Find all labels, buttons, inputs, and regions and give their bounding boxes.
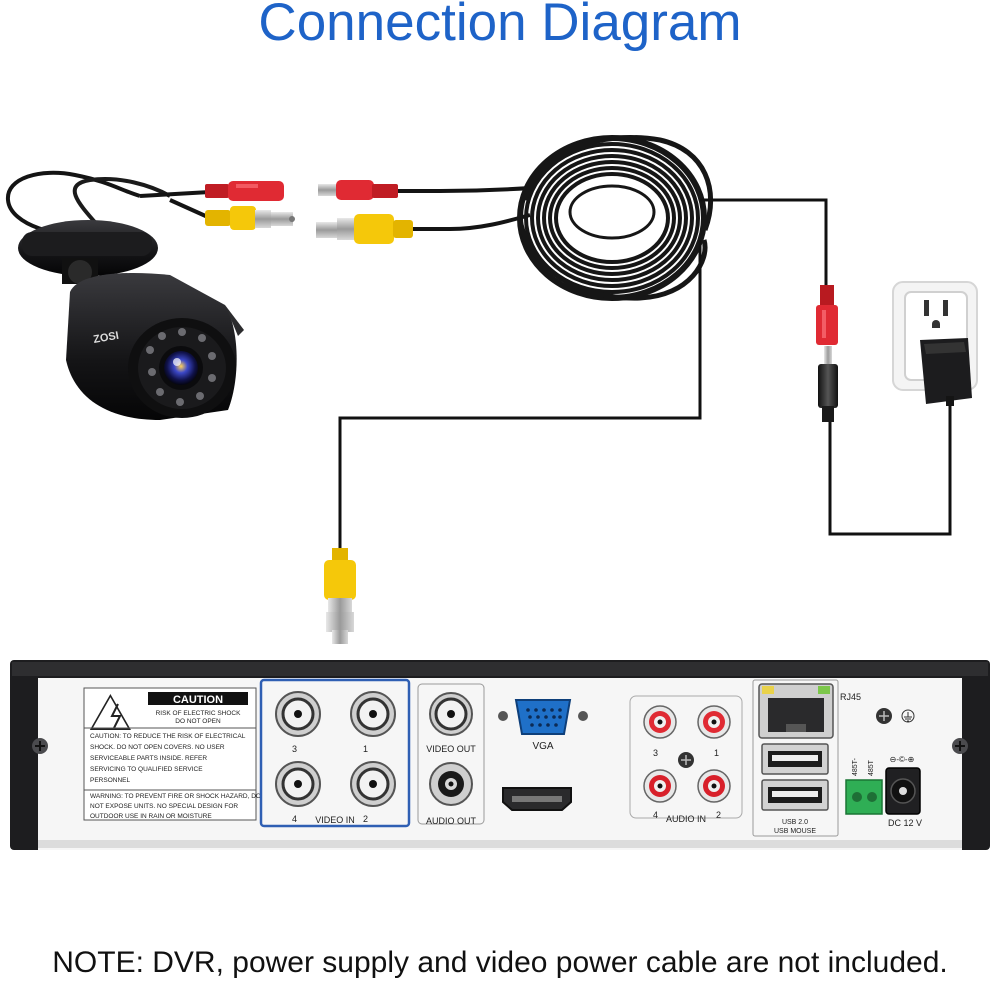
av-out-port-group: VIDEO OUT AUDIO OUT	[417, 683, 485, 826]
network-usb-group: RJ45 USB 2.0 USB MOUSE	[752, 679, 861, 837]
audio-in-port-group: 3 1 4 2 AUDIO IN	[629, 695, 743, 824]
video-in-port-number: 3	[292, 744, 297, 754]
video-in-bnc-port[interactable]	[350, 691, 396, 737]
dvr-video-connector	[324, 548, 356, 644]
right-mount-screw-icon	[952, 738, 968, 754]
video-in-port-number: 2	[363, 814, 368, 824]
caution-warning-line: CAUTION: TO REDUCE THE RISK OF ELECTRICA…	[90, 733, 246, 740]
caution-subheading-2: DO NOT OPEN	[175, 718, 221, 725]
audio-in-label: AUDIO IN	[666, 814, 706, 824]
disclaimer-note: NOTE: DVR, power supply and video power …	[52, 946, 948, 979]
hdmi-port[interactable]	[502, 787, 572, 811]
ground-terminal-icon	[876, 708, 892, 724]
caution-warning-line: SERVICING TO QUALIFIED SERVICE	[90, 766, 203, 773]
video-in-port-number: 4	[292, 814, 297, 824]
left-mount-screw-icon	[32, 738, 48, 754]
usb-mouse-label: USB MOUSE	[774, 828, 816, 835]
caution-warning-line: PERSONNEL	[90, 777, 130, 784]
caution-warning-line: SERVICEABLE PARTS INSIDE. REFER	[90, 755, 207, 762]
video-out-bnc-port[interactable]	[429, 692, 473, 736]
video-in-bnc-port[interactable]	[275, 761, 321, 807]
rj45-label: RJ45	[840, 692, 861, 702]
usb-label: USB 2.0	[782, 819, 808, 826]
camera-brand-label: ZOSI	[92, 330, 119, 346]
video-in-bnc-port[interactable]	[350, 761, 396, 807]
dc-polarity-label: ⊖-©-⊕	[890, 755, 915, 764]
video-out-label: VIDEO OUT	[426, 744, 476, 754]
caution-fire-line: WARNING: TO PREVENT FIRE OR SHOCK HAZARD…	[90, 793, 261, 800]
rs485-a-label: 485T-	[852, 757, 859, 776]
power-adapter	[892, 281, 978, 406]
video-in-label: VIDEO IN	[315, 815, 355, 825]
audio-in-rca-port[interactable]	[697, 769, 731, 803]
caution-subheading-1: RISK OF ELECTRIC SHOCK	[156, 710, 242, 717]
audio-in-rca-port[interactable]	[643, 769, 677, 803]
audio-in-port-number: 2	[716, 810, 721, 820]
audio-in-rca-port[interactable]	[697, 705, 731, 739]
dc-power-jack[interactable]	[885, 767, 921, 815]
caution-warning-line: SHOCK. DO NOT OPEN COVERS. NO USER	[90, 744, 225, 751]
rs485-terminal[interactable]	[845, 779, 883, 815]
audio-out-rca-port[interactable]	[429, 762, 473, 806]
rj45-port[interactable]	[758, 683, 834, 739]
shock-hazard-icon	[110, 703, 122, 729]
rs485-b-label: 485T	[868, 759, 875, 776]
audio-out-label: AUDIO OUT	[426, 816, 477, 826]
video-cable-route	[338, 240, 702, 548]
audio-in-port-number: 1	[714, 748, 719, 758]
power-cable-route	[700, 198, 952, 536]
video-in-bnc-port[interactable]	[275, 691, 321, 737]
audio-in-port-number: 4	[653, 810, 658, 820]
extension-power-connector	[318, 180, 531, 200]
bnc-cable-coil	[517, 135, 714, 301]
diagram-title: Connection Diagram	[258, 0, 742, 52]
caution-heading: CAUTION	[173, 694, 223, 706]
audio-in-rca-port[interactable]	[643, 705, 677, 739]
ground-screw-icon	[678, 752, 694, 768]
usb-port-bottom[interactable]	[761, 779, 829, 811]
security-camera: ZOSI	[5, 170, 244, 420]
caution-label: CAUTION RISK OF ELECTRIC SHOCK DO NOT OP…	[83, 687, 261, 821]
vga-port[interactable]	[498, 699, 588, 735]
camera-video-connector	[205, 206, 295, 230]
vga-label: VGA	[532, 741, 553, 752]
dc-female-connector	[816, 285, 838, 345]
audio-in-port-number: 3	[653, 748, 658, 758]
dc-12v-label: DC 12 V	[888, 818, 922, 828]
extension-video-connector	[316, 213, 531, 244]
caution-fire-line: NOT EXPOSE UNITS. NO SPECIAL DESIGN FOR	[90, 803, 238, 810]
camera-power-connector	[205, 181, 284, 201]
video-in-port-number: 1	[363, 744, 368, 754]
dc-male-connector	[818, 346, 838, 422]
video-in-port-group: 3 1 4 2 VIDEO IN	[259, 678, 411, 828]
caution-fire-line: OUTDOOR USE IN RAIN OR MOISTURE	[90, 813, 212, 820]
usb-port-top[interactable]	[761, 743, 829, 775]
earth-ground-icon	[901, 709, 915, 723]
